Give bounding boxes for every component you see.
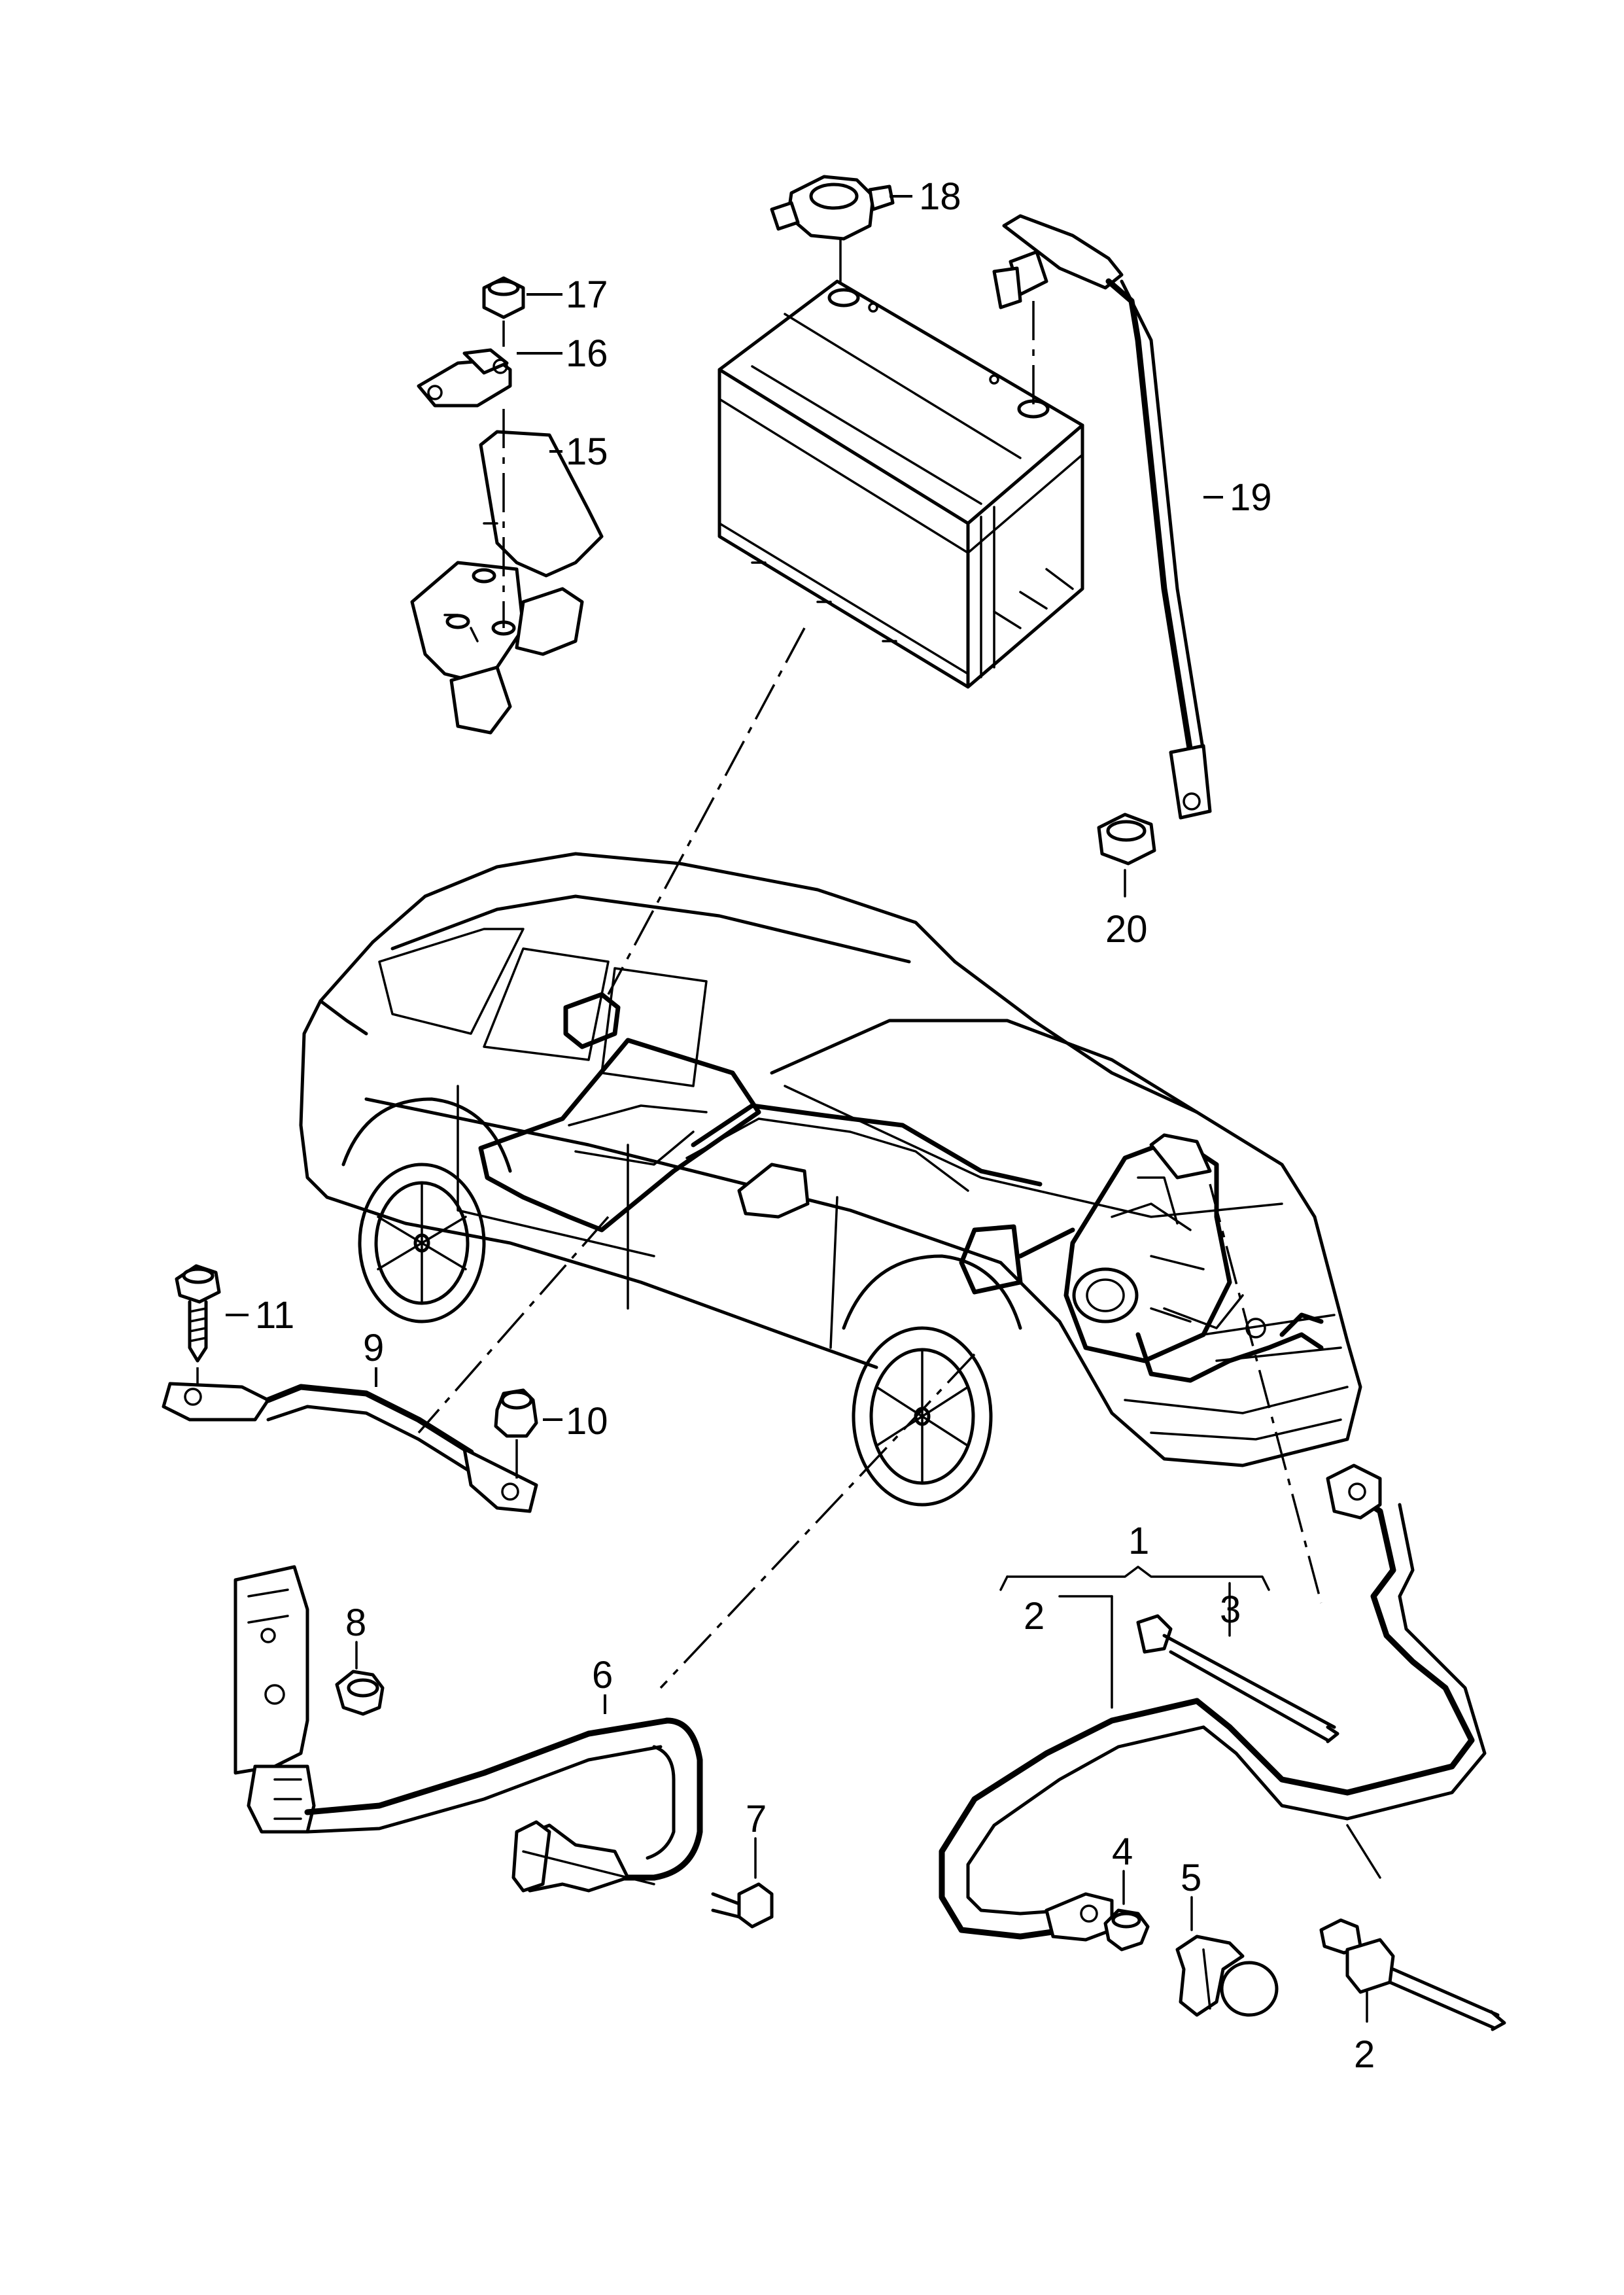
- callout-15: 15: [566, 430, 608, 473]
- nut-part-4: [1103, 1870, 1150, 1952]
- cable-tie-part-3: [1136, 1582, 1339, 1743]
- screw-part-11: [175, 1264, 221, 1393]
- callout-16: 16: [566, 332, 608, 375]
- nut-part-17: [482, 276, 525, 319]
- kit-1-bracket: [999, 1566, 1270, 1709]
- vehicle-body: [299, 852, 1362, 1507]
- callout-2-fastener: 2: [1354, 2033, 1375, 2076]
- callout-20: 20: [1105, 908, 1148, 951]
- callout-1: 1: [1128, 1520, 1149, 1562]
- holder-part-5: [1175, 1896, 1279, 2017]
- callout-9: 9: [363, 1327, 384, 1369]
- callout-7: 7: [746, 1798, 767, 1840]
- callout-6: 6: [592, 1654, 613, 1696]
- callout-10: 10: [566, 1400, 608, 1443]
- callout-5: 5: [1181, 1857, 1201, 1899]
- nut-part-20: [1097, 813, 1156, 898]
- cable-tie-holder-part-2: [1319, 1918, 1506, 2031]
- callout-17: 17: [566, 273, 608, 316]
- cap-nut-part-10: [494, 1388, 538, 1479]
- washer-clip-part-16: [417, 348, 512, 408]
- callout-18: 18: [919, 175, 961, 218]
- vehicle-wiring-harness: [478, 992, 1324, 1383]
- callout-19: 19: [1230, 476, 1272, 519]
- callout-11: 11: [255, 1294, 294, 1337]
- terminal-clamp-part-18: [770, 175, 895, 283]
- assembly-leader-lines: [417, 627, 1322, 1689]
- callout-4: 4: [1112, 1831, 1133, 1873]
- ground-strap-part-19: [992, 214, 1212, 820]
- cable-bracket-part-6: [233, 1565, 703, 1893]
- nut-part-8: [335, 1641, 385, 1716]
- bolt-part-7: [711, 1837, 774, 1929]
- ground-cable-part-9: [162, 1382, 538, 1513]
- battery: [717, 279, 1084, 689]
- callout-3: 3: [1220, 1588, 1241, 1631]
- fuse-holder-part-15: [410, 321, 604, 735]
- callout-2-kit: 2: [1024, 1595, 1045, 1638]
- battery-cable-kit: [939, 1463, 1487, 1942]
- callout-8: 8: [345, 1602, 366, 1644]
